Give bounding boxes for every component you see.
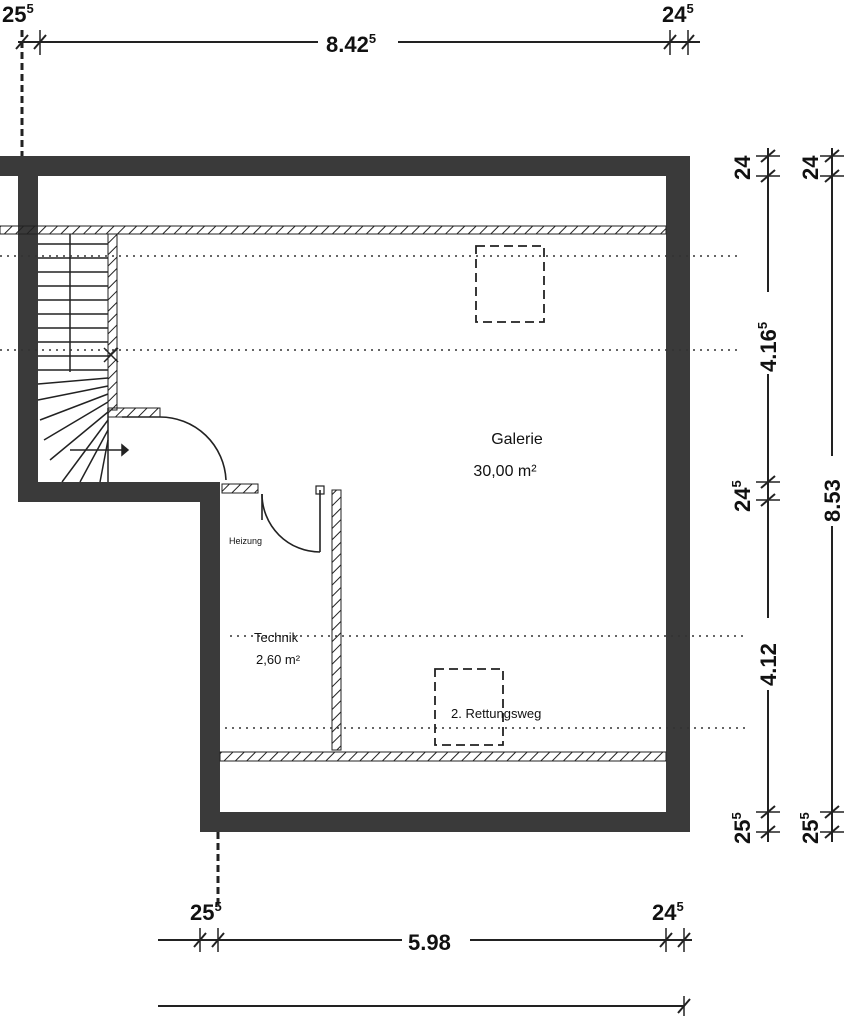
room-galerie-name: Galerie [491,431,543,448]
room-labels: Galerie 30,00 m² Heizung Technik 2,60 m²… [229,431,543,721]
dim-right-outer-total: 8.53 [820,479,845,522]
wall-right [666,156,690,832]
wall-bottom [200,812,690,832]
hatched-walls [0,225,667,762]
outer-walls [0,156,690,832]
kneewall-top [0,225,667,235]
dimension-right-inner: 24 4.165 245 4.12 255 [729,148,781,844]
dim-bottom-total: 5.98 [408,930,451,955]
dim-bottom-right-base: 24 [652,900,677,925]
dim-bottom-left-sup: 5 [214,899,221,914]
skylights [434,245,545,746]
dim-top-total-sup: 5 [369,31,376,46]
dim-bottom-right-sup: 5 [676,899,683,914]
svg-text:255: 255 [797,812,823,844]
svg-text:255: 255 [190,899,222,925]
door-heizung-swing [261,493,321,553]
dimension-bottom: 255 5.98 245 [158,832,692,1016]
dim-right-inner-top: 24 [730,155,755,180]
kneewall-bottom [219,751,667,762]
dim-top-right-sup: 5 [686,1,693,16]
wall-left-upper [18,156,38,502]
escape-route-label: 2. Rettungsweg [451,706,541,721]
svg-text:255: 255 [2,1,34,27]
dim-right-inner-lower: 4.12 [756,643,781,686]
skylight-galerie [475,245,545,323]
svg-text:245: 245 [729,480,755,512]
slope-lines [0,255,745,729]
dim-top-left-base: 25 [2,2,26,27]
svg-text:245: 245 [662,1,694,27]
wall-step [18,482,220,502]
dim-bottom-left-base: 25 [190,900,214,925]
partition-technik [331,489,342,751]
svg-text:245: 245 [652,899,684,925]
stair-wall-ledge [107,407,161,418]
dim-right-inner-bottom-base: 25 [730,820,755,844]
doors [122,416,325,553]
svg-text:255: 255 [729,812,755,844]
dim-right-inner-bottom-sup: 5 [729,812,744,819]
wall-top [0,156,690,176]
room-heizung-name: Heizung [229,536,262,546]
dim-right-inner-middle-sup: 5 [729,480,744,487]
svg-text:8.425: 8.425 [326,31,376,57]
technik-wall-stub [221,483,259,494]
dimension-right-outer: 24 8.53 255 [797,148,845,844]
dim-right-inner-middle-base: 24 [730,487,755,512]
dim-right-outer-bottom-sup: 5 [797,812,812,819]
wall-left-lower [200,482,220,832]
dim-top-total-base: 8.42 [326,32,369,57]
dim-top-left-sup: 5 [26,1,33,16]
dim-right-outer-bottom-base: 25 [798,820,823,844]
dim-right-inner-upper-base: 4.16 [756,329,781,372]
dimension-top: 255 8.425 245 [2,1,700,156]
room-technik-name: Technik [254,630,299,645]
dim-top-right-base: 24 [662,2,687,27]
door-stair-swing [159,416,227,481]
room-galerie-area: 30,00 m² [473,463,537,480]
stair-wall [107,233,118,411]
skylight-escape [434,668,504,746]
staircase [37,234,130,483]
room-technik-area: 2,60 m² [256,652,301,667]
dim-right-inner-upper-sup: 5 [755,322,770,329]
dim-right-outer-top: 24 [798,155,823,180]
svg-text:4.165: 4.165 [755,322,781,372]
